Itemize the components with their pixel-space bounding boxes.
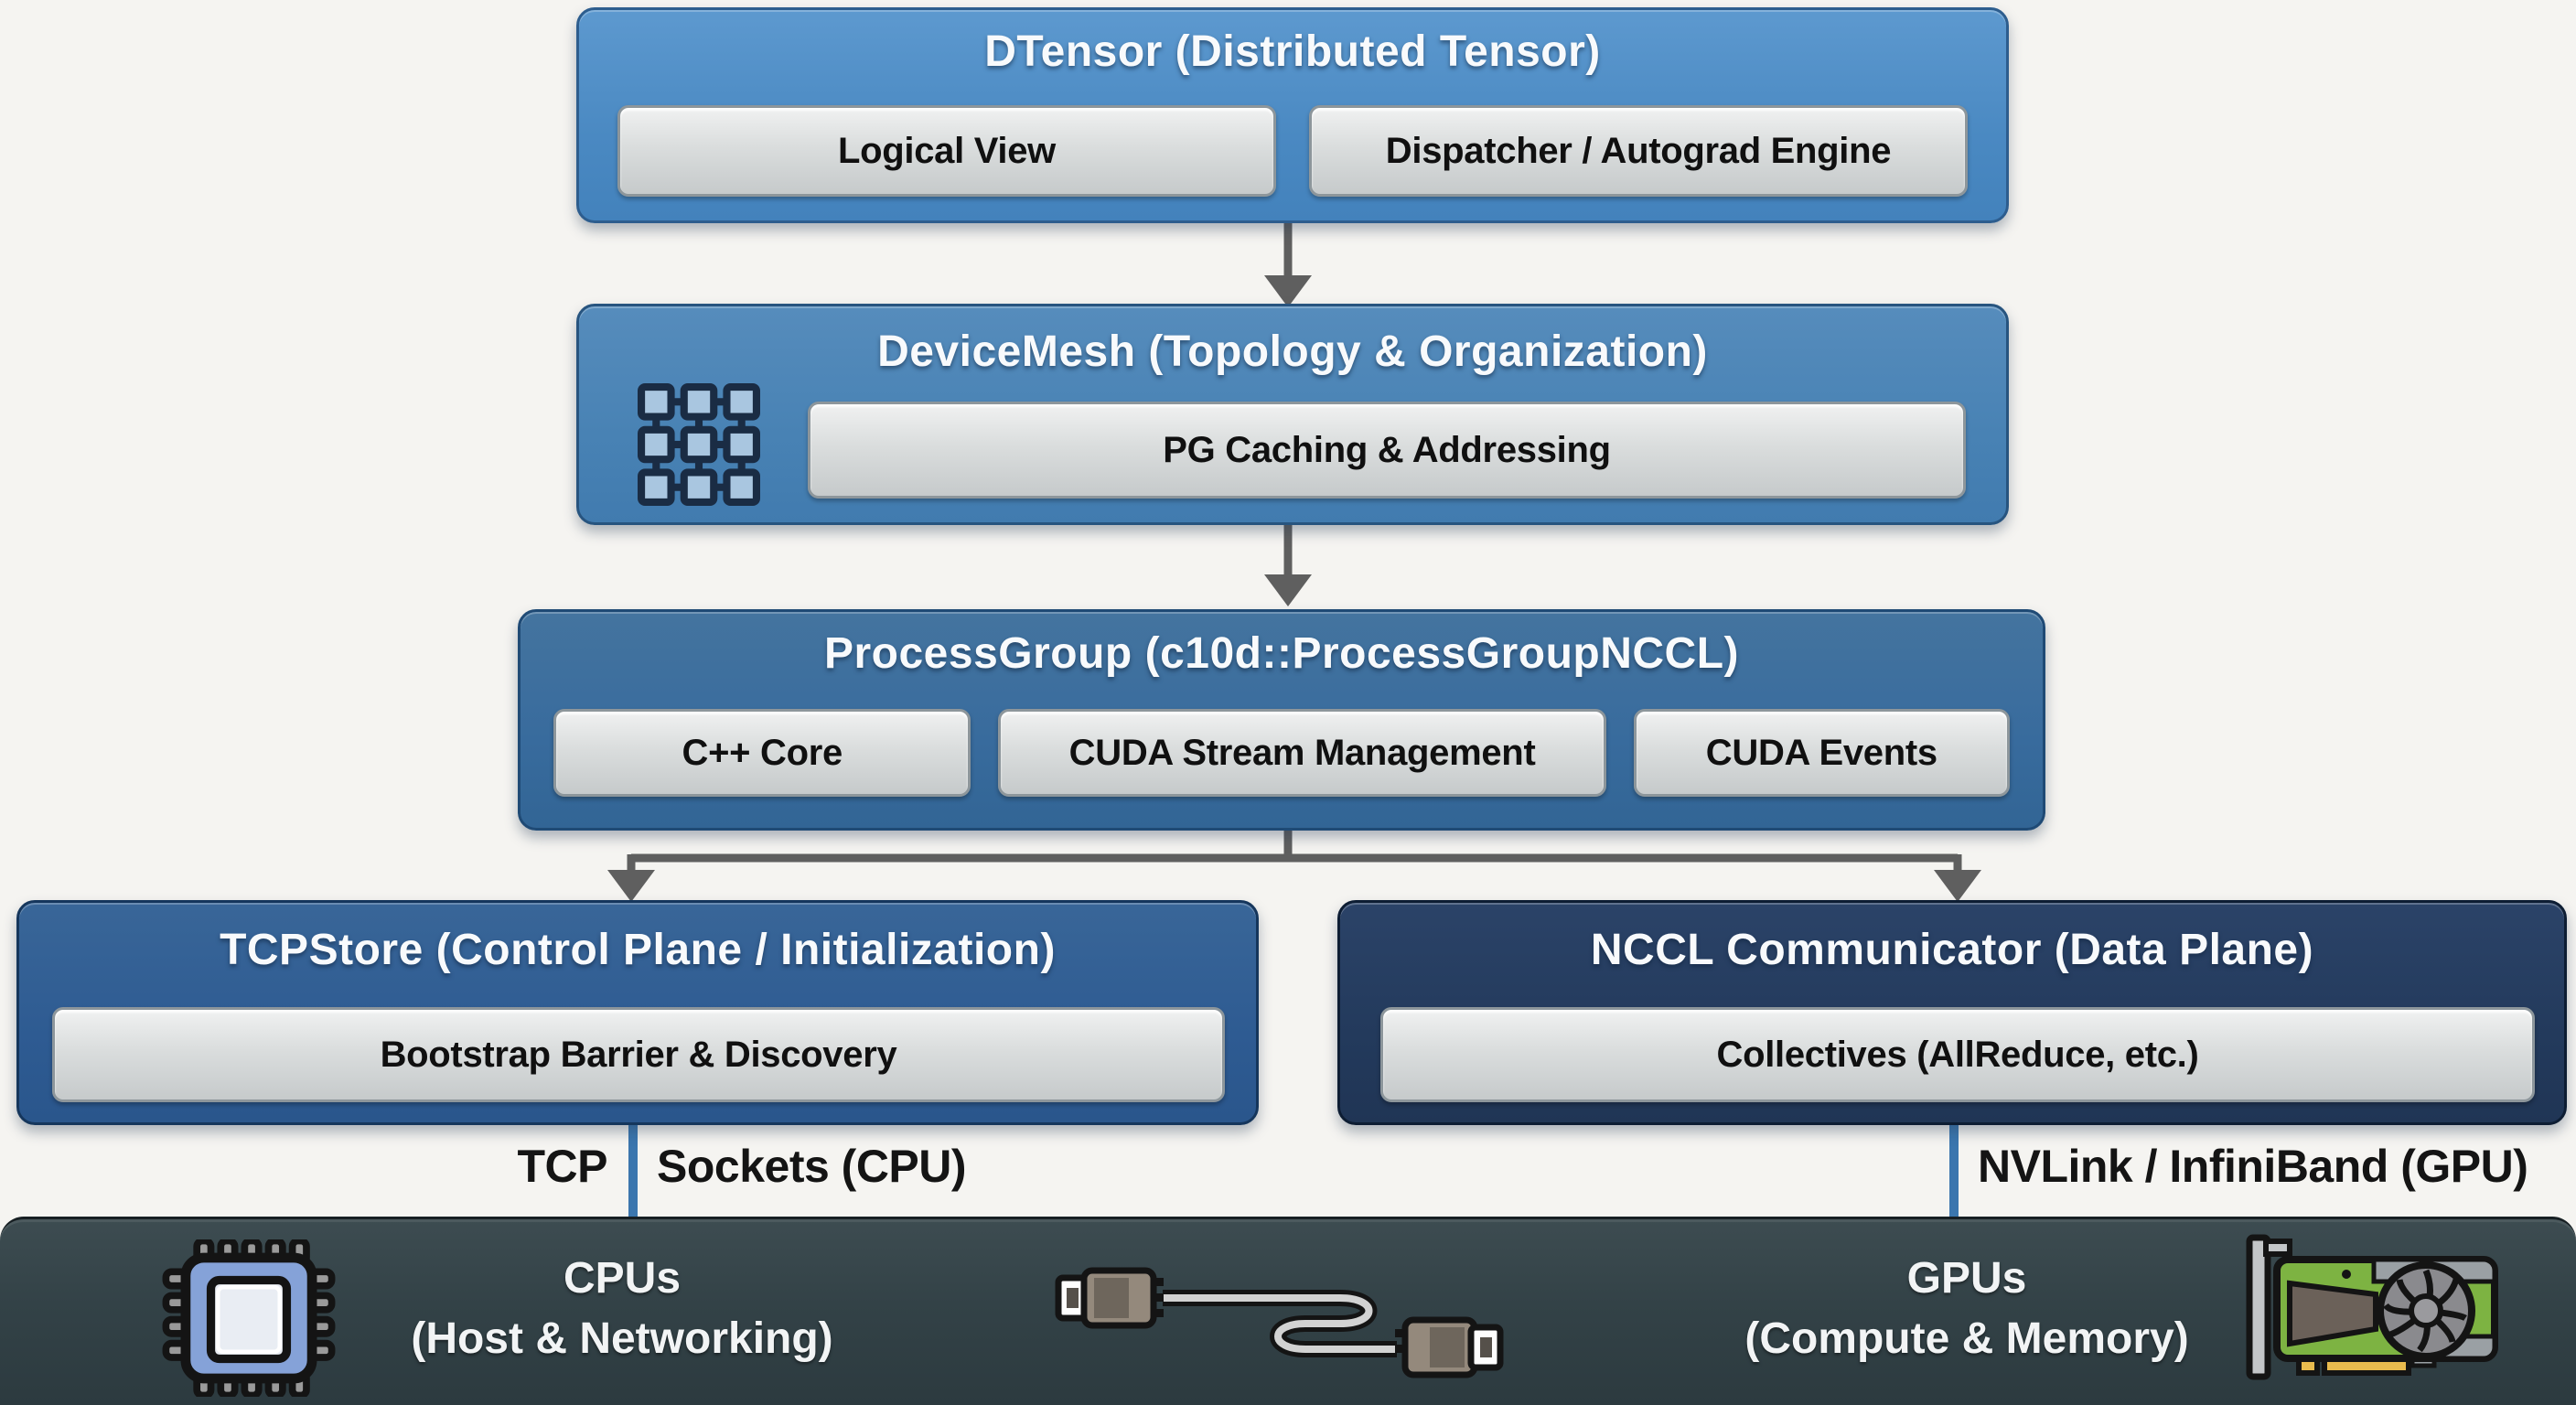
processgroup-box: ProcessGroup (c10d::ProcessGroupNCCL) C+…	[518, 609, 2045, 831]
nccl-title: NCCL Communicator (Data Plane)	[1590, 926, 2314, 974]
cpu-title: CPUs	[563, 1254, 682, 1303]
mesh-icon	[638, 383, 760, 506]
cpu-chip-icon	[162, 1239, 336, 1397]
dtensor-title: DTensor (Distributed Tensor)	[984, 27, 1601, 76]
usb-cable-icon	[1055, 1267, 1504, 1378]
dtensor-box: DTensor (Distributed Tensor) Logical Vie…	[576, 7, 2009, 223]
processgroup-title: ProcessGroup (c10d::ProcessGroupNCCL)	[823, 629, 1740, 678]
arrow-dtensor-to-devicemesh	[1264, 218, 1312, 307]
nccl-communicator-box: NCCL Communicator (Data Plane) Collectiv…	[1337, 900, 2567, 1125]
chip-cpp-core: C++ Core	[553, 709, 971, 797]
cpu-label-block: CPUs (Host & Networking)	[329, 1249, 915, 1369]
dtensor-children-row: Logical View Dispatcher / Autograd Engin…	[617, 105, 1968, 197]
chip-dispatcher-autograd: Dispatcher / Autograd Engine	[1309, 105, 1968, 197]
gpu-card-icon	[2246, 1234, 2498, 1380]
tcpstore-title: TCPStore (Control Plane / Initialization…	[220, 926, 1056, 974]
chip-pg-caching: PG Caching & Addressing	[808, 402, 1966, 499]
branch-processgroup	[607, 823, 1981, 902]
chip-cuda-stream: CUDA Stream Management	[998, 709, 1606, 797]
chip-collectives: Collectives (AllReduce, etc.)	[1380, 1007, 2535, 1102]
devicemesh-box: DeviceMesh (Topology & Organization) PG …	[576, 304, 2009, 525]
processgroup-children-row: C++ Core CUDA Stream Management CUDA Eve…	[553, 709, 2010, 797]
hardware-bar: CPUs (Host & Networking) GPUs (	[0, 1217, 2576, 1405]
chip-bootstrap-barrier: Bootstrap Barrier & Discovery	[52, 1007, 1225, 1102]
tcpstore-box: TCPStore (Control Plane / Initialization…	[16, 900, 1259, 1125]
arrow-devicemesh-to-processgroup	[1264, 520, 1312, 606]
cpu-subtitle: (Host & Networking)	[411, 1314, 833, 1364]
chip-logical-view: Logical View	[617, 105, 1276, 197]
gpu-label-block: GPUs (Compute & Memory)	[1674, 1249, 2259, 1369]
nvlink-infiniband-label: NVLink / InfiniBand (GPU)	[1978, 1141, 2528, 1192]
devicemesh-title: DeviceMesh (Topology & Organization)	[877, 327, 1708, 376]
chip-cuda-events: CUDA Events	[1633, 709, 2010, 797]
gpu-title: GPUs	[1906, 1254, 2027, 1303]
gpu-subtitle: (Compute & Memory)	[1744, 1314, 2189, 1364]
sockets-cpu-label: Sockets (CPU)	[657, 1141, 967, 1192]
tcp-label: TCP	[517, 1141, 608, 1192]
